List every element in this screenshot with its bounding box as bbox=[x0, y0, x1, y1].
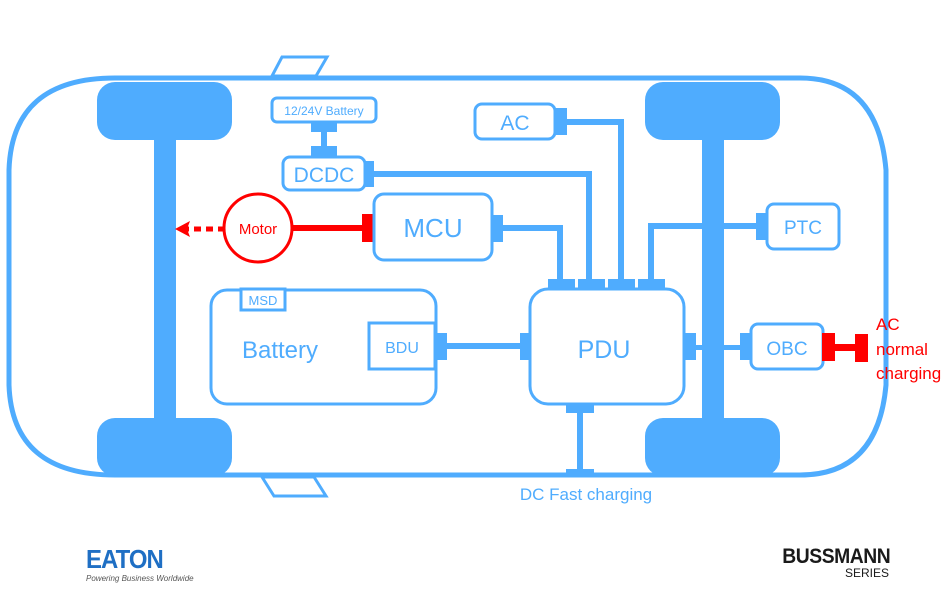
bdu-box bbox=[367, 321, 437, 371]
msd-label: MSD bbox=[249, 293, 278, 308]
ac-right-connector bbox=[555, 108, 567, 135]
front-axle bbox=[154, 135, 176, 435]
obc-ac-plug-right bbox=[855, 334, 868, 362]
ac-label: AC bbox=[500, 112, 529, 135]
eaton-logo: EATON Powering Business Worldwide bbox=[86, 546, 196, 583]
bdu-right-connector bbox=[435, 333, 447, 360]
bussmann-logo-word: BUSSMANN bbox=[782, 545, 891, 568]
motor-mcu-wire bbox=[292, 225, 364, 231]
ac-normal-charging-line-3: charging bbox=[876, 364, 941, 383]
bdu-label: BDU bbox=[385, 340, 419, 357]
eaton-tagline: Powering Business Worldwide bbox=[86, 574, 194, 583]
eaton-logo-word: EATON bbox=[86, 544, 164, 574]
ac-normal-charging-line-2: normal bbox=[876, 340, 928, 359]
dc-charging-port-connector bbox=[566, 469, 594, 477]
battery-dcdc-link bbox=[321, 130, 327, 148]
ac-normal-charging-line-1: AC bbox=[876, 315, 900, 334]
dc-fast-charging-label: DC Fast charging bbox=[520, 485, 652, 504]
bottom-mirror-icon bbox=[259, 475, 329, 498]
pdu-label: PDU bbox=[578, 336, 631, 364]
mcu-label: MCU bbox=[403, 213, 462, 243]
battery-12v-connector bbox=[311, 122, 337, 132]
pdu-bottom-connector bbox=[566, 403, 594, 413]
battery-label: Battery bbox=[242, 337, 318, 364]
rear-right-wheel bbox=[645, 418, 780, 476]
motor-label: Motor bbox=[239, 221, 277, 238]
obc-ac-plug-wire bbox=[835, 344, 857, 351]
rear-axle bbox=[702, 135, 724, 435]
front-left-wheel bbox=[97, 82, 232, 140]
battery-12v-label: 12/24V Battery bbox=[284, 104, 363, 118]
rear-left-wheel bbox=[645, 82, 780, 140]
msd-box bbox=[239, 287, 287, 312]
dcdc-right-connector bbox=[364, 161, 374, 187]
mcu-left-connector bbox=[362, 214, 374, 242]
dcdc-label: DCDC bbox=[294, 164, 355, 187]
obc-label: OBC bbox=[766, 339, 807, 360]
dc-charging-wire bbox=[577, 411, 583, 471]
top-mirror-icon bbox=[269, 55, 330, 78]
bdu-pdu-wire bbox=[445, 343, 523, 349]
bussmann-logo: BUSSMANN SERIES bbox=[773, 545, 891, 580]
arrow-left-icon bbox=[175, 221, 190, 237]
bussmann-series: SERIES bbox=[844, 566, 889, 580]
obc-ac-plug-left bbox=[822, 333, 835, 361]
dcdc-pdu-wire bbox=[372, 171, 592, 280]
obc-left-connector bbox=[740, 333, 752, 360]
ptc-label: PTC bbox=[784, 218, 822, 239]
ac-pdu-wire bbox=[565, 119, 624, 280]
front-right-wheel bbox=[97, 418, 232, 476]
pdu-right-connector bbox=[684, 333, 696, 360]
ptc-pdu-wire bbox=[648, 223, 758, 280]
dcdc-top-connector bbox=[311, 146, 337, 156]
mcu-right-connector bbox=[491, 215, 503, 242]
pdu-obc-wire bbox=[694, 345, 744, 350]
ptc-left-connector bbox=[756, 213, 768, 240]
mcu-pdu-wire bbox=[501, 225, 563, 280]
